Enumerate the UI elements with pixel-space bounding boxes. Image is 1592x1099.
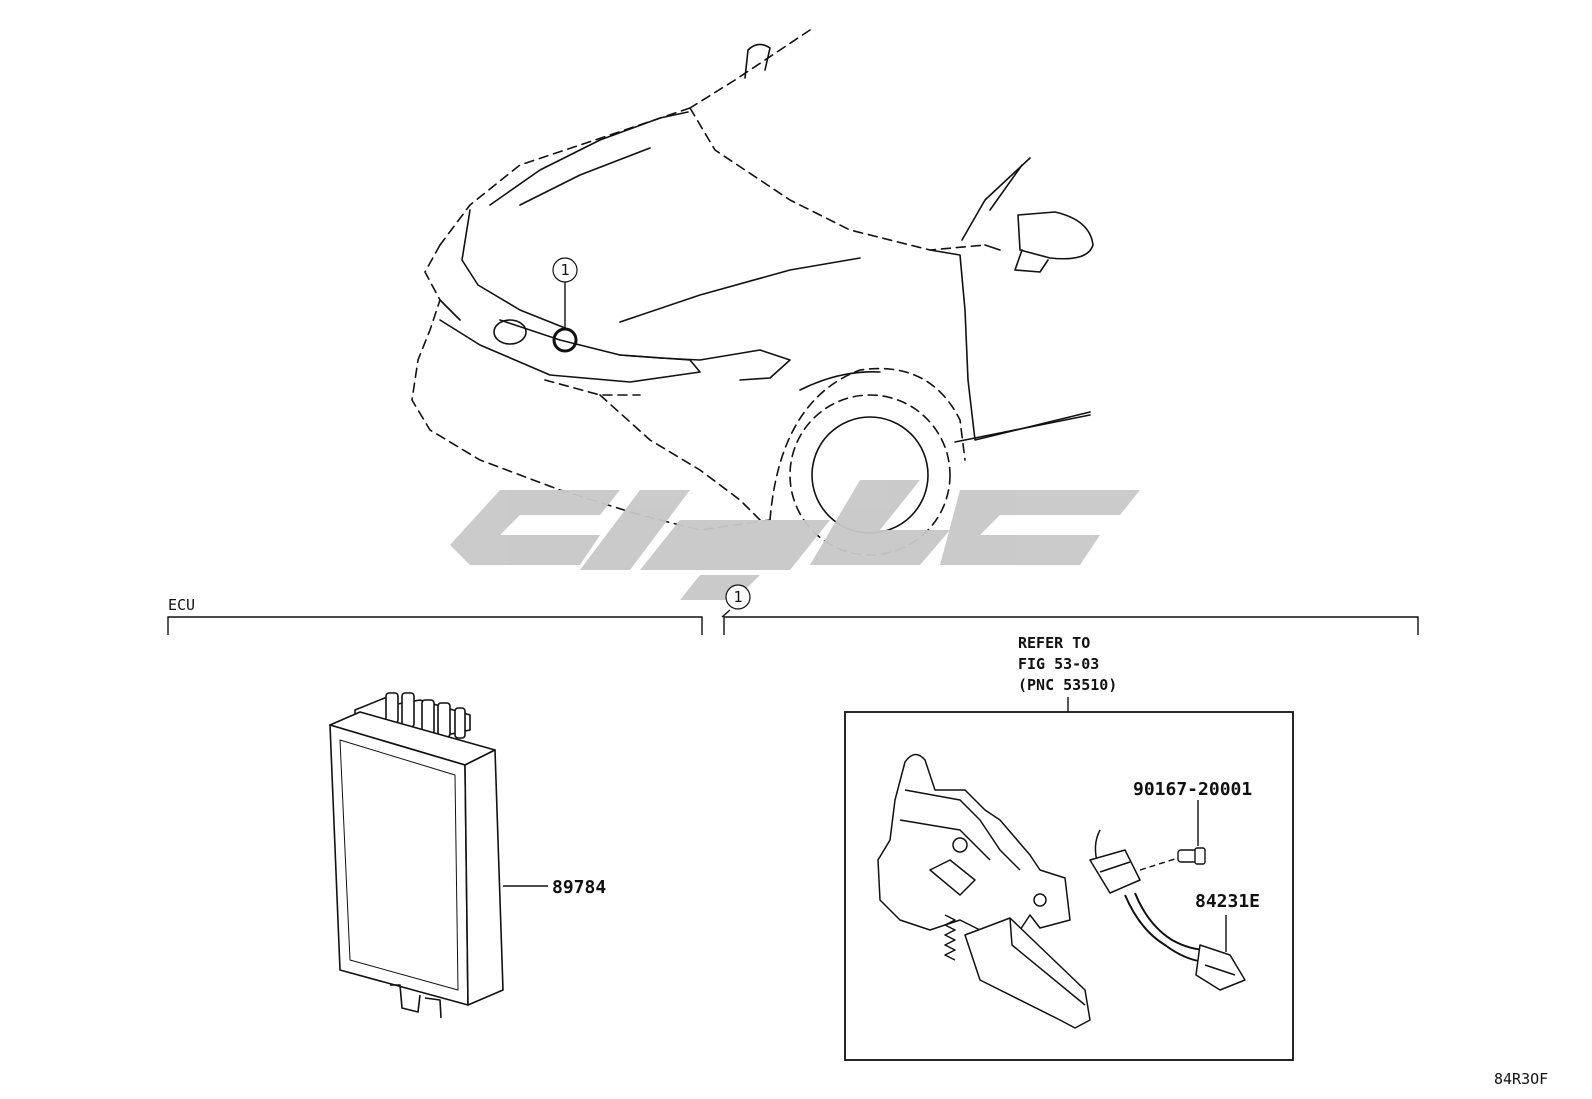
ecu-section-bracket — [167, 616, 703, 635]
bolt-drawing — [1139, 847, 1206, 871]
hood-lock-detail-box — [844, 711, 1294, 1061]
svg-text:1: 1 — [733, 588, 742, 606]
car-callout-number: 1 — [560, 261, 569, 279]
switch-part-number: 84231E — [1195, 891, 1260, 912]
watermark-logo — [450, 480, 1140, 600]
ecu-section-label: ECU — [168, 596, 195, 614]
diagram-code: 84R3OF — [1494, 1070, 1548, 1088]
hood-lock-section-callout: 1 — [725, 584, 751, 610]
bolt-part-number: 90167-20001 — [1133, 779, 1252, 800]
hood-lock-drawing — [877, 753, 1091, 1029]
ecu-unit-drawing — [329, 692, 504, 1019]
car-front-illustration — [411, 29, 1094, 556]
reference-note-line2: FIG 53-03 — [1018, 655, 1099, 673]
hood-lock-section-bracket — [721, 609, 1419, 635]
car-location-callout: 1 — [552, 257, 578, 353]
reference-note-line1: REFER TO — [1018, 634, 1090, 652]
hood-switch-harness-drawing — [1089, 829, 1246, 991]
ecu-part-number: 89784 — [552, 877, 606, 898]
reference-note-line3: (PNC 53510) — [1018, 676, 1117, 694]
